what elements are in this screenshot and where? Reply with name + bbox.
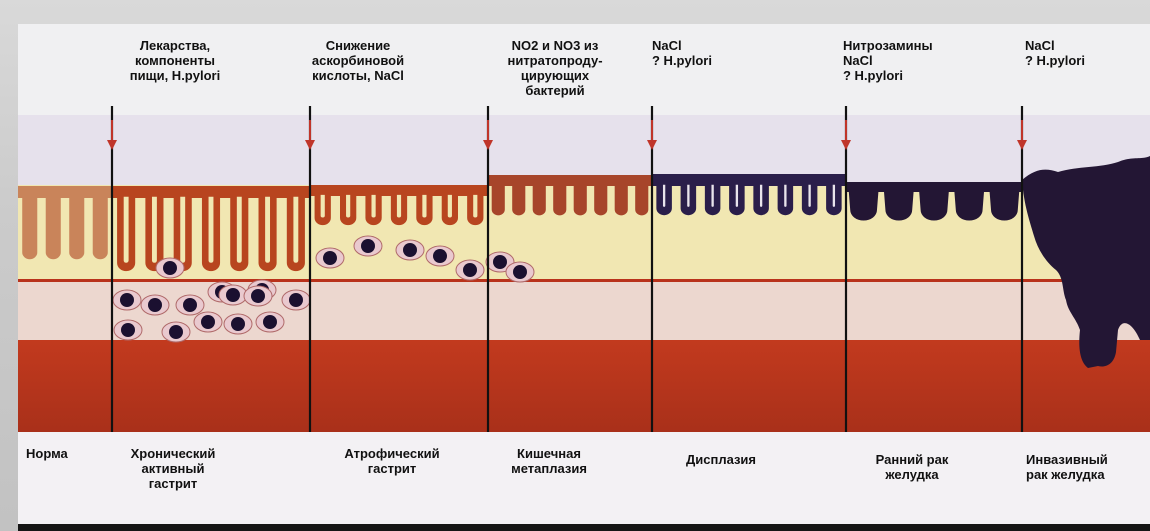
dysplasia-pit xyxy=(736,185,738,207)
stage-label-atrophic-gastritis: Атрофический гастрит xyxy=(322,446,462,476)
stage-label-normal: Норма xyxy=(26,446,106,461)
factor-label-drugs: Лекарства, компоненты пищи, H.pylori xyxy=(110,38,240,83)
inflammatory-cell-nucleus xyxy=(231,317,245,331)
inflammatory-cell-nucleus xyxy=(183,298,197,312)
inflammatory-cell-nucleus xyxy=(163,261,177,275)
lumen-layer xyxy=(18,115,1150,185)
atrophic-pit xyxy=(422,195,426,218)
gastritis-pit xyxy=(237,197,242,263)
inflammatory-cell-nucleus xyxy=(493,255,507,269)
atrophic-pit xyxy=(397,195,401,218)
inflammatory-cell-nucleus xyxy=(463,263,477,277)
stage-label-early-cancer: Ранний рак желудка xyxy=(862,452,962,482)
inflammatory-cell-nucleus xyxy=(251,289,265,303)
inflammatory-cell-nucleus xyxy=(148,298,162,312)
inflammatory-cell-nucleus xyxy=(323,251,337,265)
inflammatory-cell-nucleus xyxy=(361,239,375,253)
atrophic-pit xyxy=(346,195,350,218)
inflammatory-cell-nucleus xyxy=(120,293,134,307)
dysplasia-pit xyxy=(833,185,835,207)
inflammatory-cell-nucleus xyxy=(289,293,303,307)
gastritis-pit xyxy=(124,197,129,263)
stage-label-dysplasia: Дисплазия xyxy=(666,452,776,467)
inflammatory-cell-nucleus xyxy=(403,243,417,257)
factor-label-nacl-1: NaCl ? H.pylori xyxy=(652,38,752,68)
inflammatory-cell-nucleus xyxy=(121,323,135,337)
factor-label-ascorbic: Снижение аскорбиновой кислоты, NaCl xyxy=(298,38,418,83)
dysplasia-pit xyxy=(808,185,810,207)
muscularis-layer xyxy=(18,340,1150,432)
inflammatory-cell-nucleus xyxy=(433,249,447,263)
atrophic-pit xyxy=(473,195,477,218)
dysplasia-pit xyxy=(711,185,713,207)
factor-label-nacl-2: NaCl ? H.pylori xyxy=(1025,38,1125,68)
early-cancer-epithelium xyxy=(846,182,1022,221)
gastritis-pit xyxy=(265,197,270,263)
stage-label-chronic-gastritis: Хронический активный гастрит xyxy=(118,446,228,491)
factor-label-nitrosamines: Нитрозамины NaCl ? H.pylori xyxy=(843,38,963,83)
mucosa-border-line xyxy=(18,279,1150,282)
stage-label-invasive-cancer: Инвазивный рак желудка xyxy=(1026,452,1150,482)
atrophic-pit xyxy=(321,195,325,218)
inflammatory-cell-nucleus xyxy=(513,265,527,279)
gastritis-pit xyxy=(293,197,298,263)
gastritis-pit xyxy=(152,197,157,263)
dysplasia-pit xyxy=(784,185,786,207)
factor-label-nitrates: NO2 и NO3 из нитратопроду- цирующих бакт… xyxy=(485,38,625,98)
gastritis-pit xyxy=(180,197,185,263)
inflammatory-cell-nucleus xyxy=(226,288,240,302)
dysplasia-pit xyxy=(687,185,689,207)
atrophic-pit xyxy=(448,195,452,218)
dysplasia-pit xyxy=(663,185,665,207)
stage-label-intestinal-metaplasia: Кишечная метаплазия xyxy=(494,446,604,476)
gastritis-pit xyxy=(209,197,214,263)
inflammatory-cell-nucleus xyxy=(169,325,183,339)
atrophic-pit xyxy=(371,195,375,218)
inflammatory-cell-nucleus xyxy=(263,315,277,329)
inflammatory-cell-nucleus xyxy=(201,315,215,329)
dysplasia-pit xyxy=(760,185,762,207)
early-cancer-band xyxy=(846,182,1022,221)
